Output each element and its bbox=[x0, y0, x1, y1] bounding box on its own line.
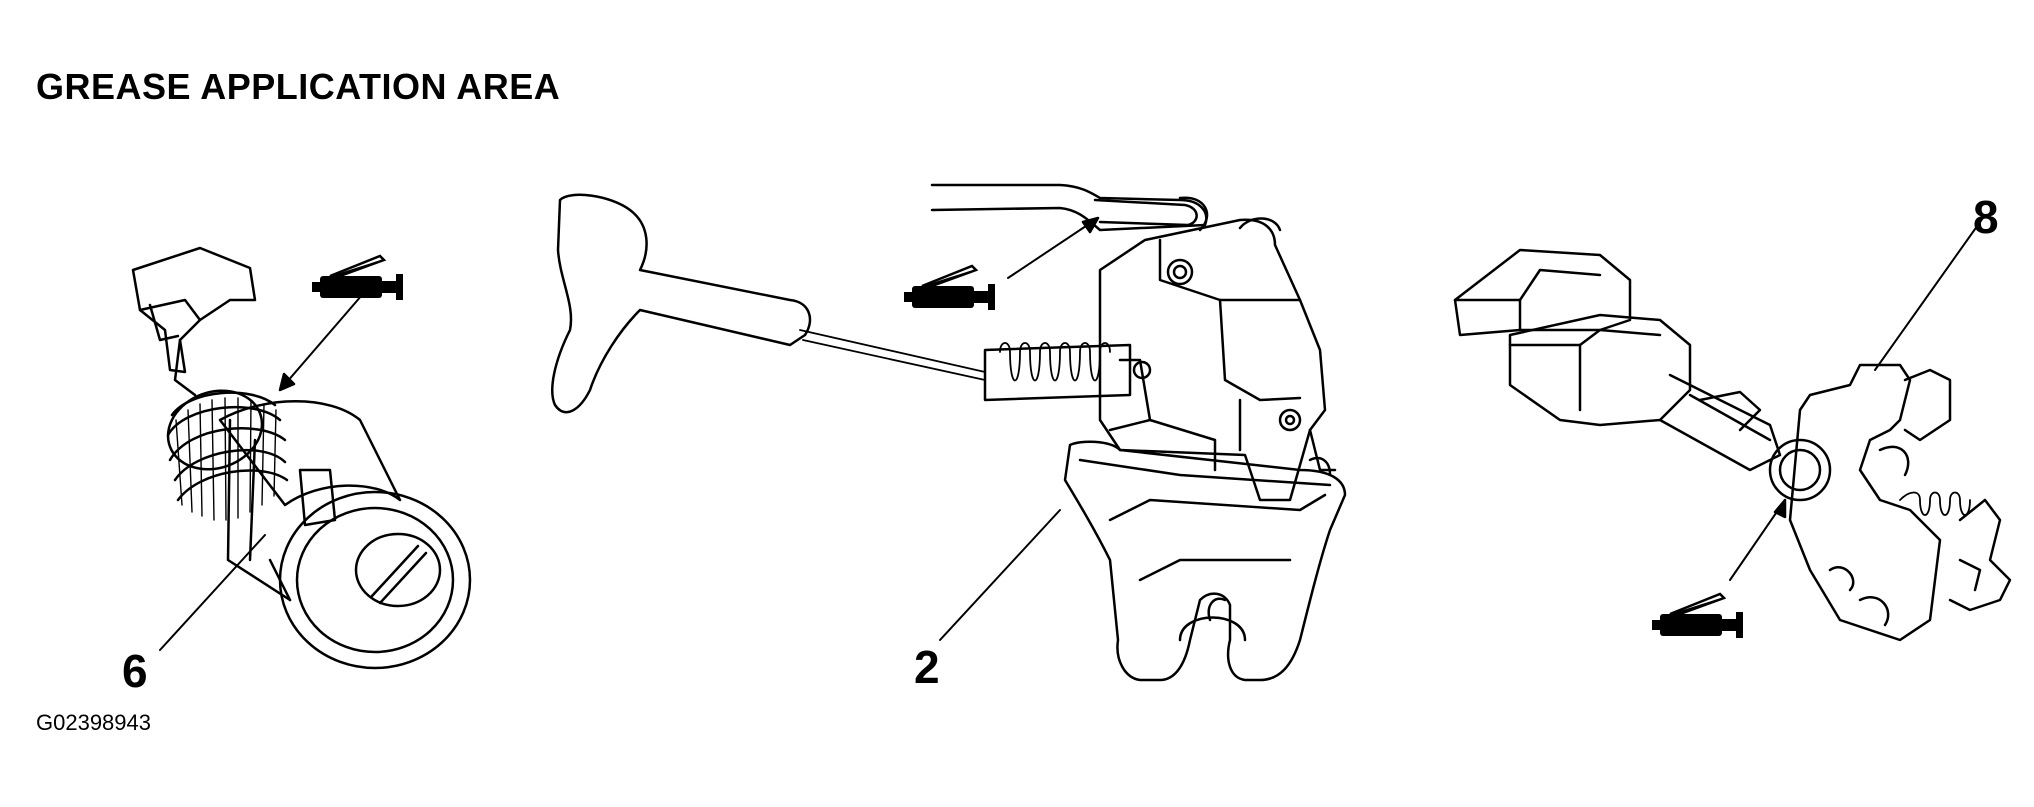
key-cylinder-illustration bbox=[133, 248, 470, 668]
callout-number-cylinder: 6 bbox=[122, 645, 148, 697]
grease-gun-icon bbox=[310, 254, 405, 302]
grease-gun-icon bbox=[902, 264, 997, 312]
figure-id: G02398943 bbox=[36, 710, 151, 735]
grease-gun-icon bbox=[1650, 592, 1745, 640]
diagram-title: GREASE APPLICATION AREA bbox=[36, 66, 561, 107]
latch-assembly-illustration bbox=[552, 185, 1345, 680]
actuator-assembly-illustration bbox=[1455, 215, 2010, 640]
callout-number-latch: 2 bbox=[914, 641, 940, 693]
callout-number-actuator: 8 bbox=[1973, 191, 1999, 243]
